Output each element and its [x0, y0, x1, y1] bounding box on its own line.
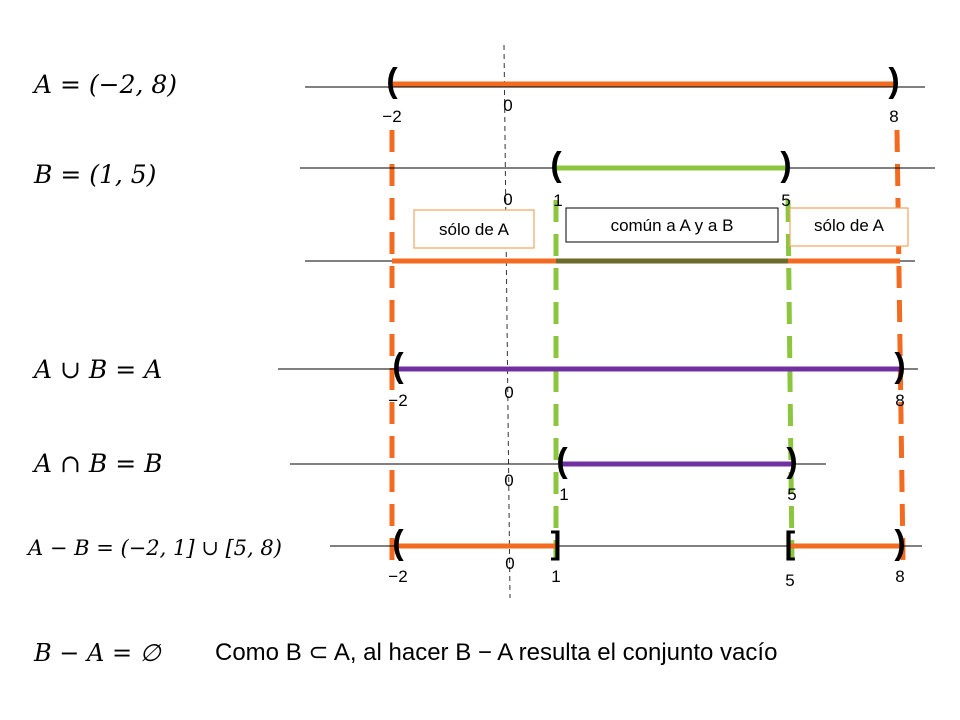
bracket-intersection-0: ( — [556, 442, 568, 480]
row-labels: A = (−2, 8) B = (1, 5) A ∪ B = A A ∩ B =… — [26, 70, 282, 560]
bracket-difference-2: [ — [785, 525, 796, 561]
label-difference: A − B = (−2, 1] ∪ [5, 8) — [26, 536, 282, 560]
box-only-a-right-text: sólo de A — [814, 216, 885, 235]
tick-difference-1: 1 — [551, 567, 560, 586]
guide-lines — [389, 44, 906, 599]
guide-5 — [785, 199, 795, 561]
box-common — [565, 207, 779, 243]
tick-intersection-1: 5 — [787, 485, 796, 504]
bracket-union-0: ( — [392, 347, 404, 385]
box-common-text: común a A y a B — [611, 216, 734, 235]
bracket-difference-0: ( — [392, 524, 404, 562]
bracket-difference-1: ] — [551, 525, 562, 561]
zero-labels: 0 0 0 0 0 — [503, 96, 514, 573]
tick-union-1: 8 — [895, 391, 904, 410]
box-only-a-left-text: sólo de A — [439, 220, 510, 239]
tick-intersection-0: 1 — [559, 485, 568, 504]
label-intersection: A ∩ B = B — [32, 449, 162, 478]
annotation-boxes: sólo de A común a A y a B sólo de A — [413, 207, 909, 249]
zero-label-union: 0 — [504, 383, 513, 402]
bracket-B-1: ) — [780, 146, 791, 184]
box-only-a-left — [413, 209, 535, 249]
interval-brackets: () () () () (] [) — [386, 62, 905, 562]
bracket-A-1: ) — [888, 62, 899, 100]
label-B: B = (1, 5) — [33, 160, 156, 189]
box-only-a-right — [789, 207, 909, 247]
bracket-difference-3: ) — [894, 524, 905, 562]
zero-label-B: 0 — [503, 190, 512, 209]
tick-difference-2: 5 — [785, 571, 794, 590]
bottom-statement: B − A = ∅ Como B ⊂ A, al hacer B − A res… — [33, 639, 777, 667]
label-A: A = (−2, 8) — [32, 70, 177, 99]
bracket-union-1: ) — [894, 347, 905, 385]
interval-segments — [392, 81, 900, 549]
number-lines — [278, 86, 935, 547]
tick-B-0: 1 — [553, 191, 562, 210]
zero-label-A: 0 — [503, 96, 512, 115]
bracket-B-0: ( — [550, 146, 562, 184]
tick-A-0: −2 — [382, 107, 401, 126]
tick-difference-3: 8 — [895, 567, 904, 586]
guide-8 — [894, 129, 906, 561]
tick-labels: −2 8 1 5 −2 8 1 5 −2 1 5 8 — [382, 107, 904, 590]
tick-B-1: 5 — [781, 191, 790, 210]
label-union: A ∪ B = A — [32, 355, 162, 384]
bottom-sentence: Como B ⊂ A, al hacer B − A resulta el co… — [215, 639, 777, 666]
zero-axis-guide — [503, 44, 511, 599]
zero-label-difference: 0 — [505, 554, 514, 573]
tick-A-1: 8 — [889, 107, 898, 126]
bracket-intersection-1: ) — [786, 442, 797, 480]
tick-difference-0: −2 — [388, 567, 407, 586]
zero-label-intersection: 0 — [504, 471, 513, 490]
bottom-formula: B − A = ∅ — [33, 639, 162, 667]
tick-union-0: −2 — [388, 391, 407, 410]
bracket-A-0: ( — [386, 62, 398, 100]
